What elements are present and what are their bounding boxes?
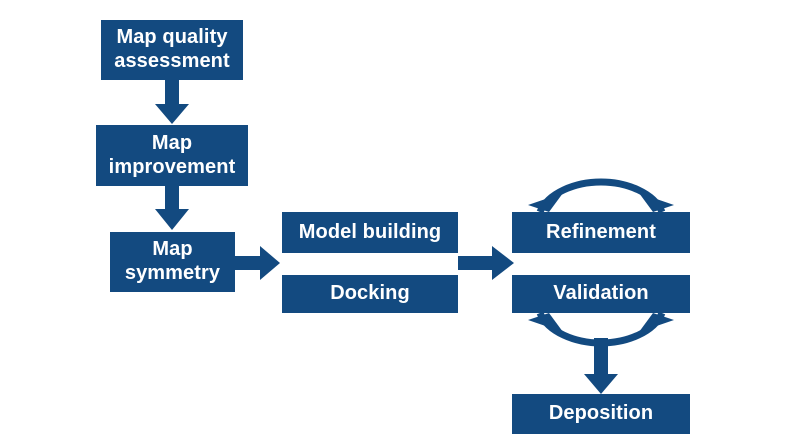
arrow-symmetry-to-building-icon [235,246,280,280]
node-map-improvement-label: Map improvement [108,131,236,178]
node-deposition-label: Deposition [548,402,654,425]
node-map-symmetry[interactable]: Map symmetry [110,232,235,292]
node-map-improvement[interactable]: Map improvement [96,125,248,186]
node-docking-label: Docking [330,282,410,305]
refinement-validation-separator [516,254,686,274]
arc-top-refinement-cycle-icon [528,178,674,214]
node-deposition[interactable]: Deposition [512,394,690,434]
node-refinement-label: Refinement [546,220,656,243]
node-refinement[interactable]: Refinement [512,212,690,253]
node-map-quality-assessment[interactable]: Map quality assessment [101,20,243,80]
node-docking[interactable]: Docking [282,275,458,313]
node-model-building-label: Model building [298,220,442,243]
node-validation[interactable]: Validation [512,275,690,313]
arrow-assessment-to-improvement-icon [155,80,189,124]
node-map-quality-assessment-label: Map quality assessment [114,26,230,72]
arrow-improvement-to-symmetry-icon [155,186,189,230]
node-model-building[interactable]: Model building [282,212,458,253]
arrow-cycle-to-deposition-icon [584,338,618,394]
arrow-building-to-refinement-icon [458,246,514,280]
node-validation-label: Validation [553,282,649,305]
node-map-symmetry-label: Map symmetry [124,238,221,284]
